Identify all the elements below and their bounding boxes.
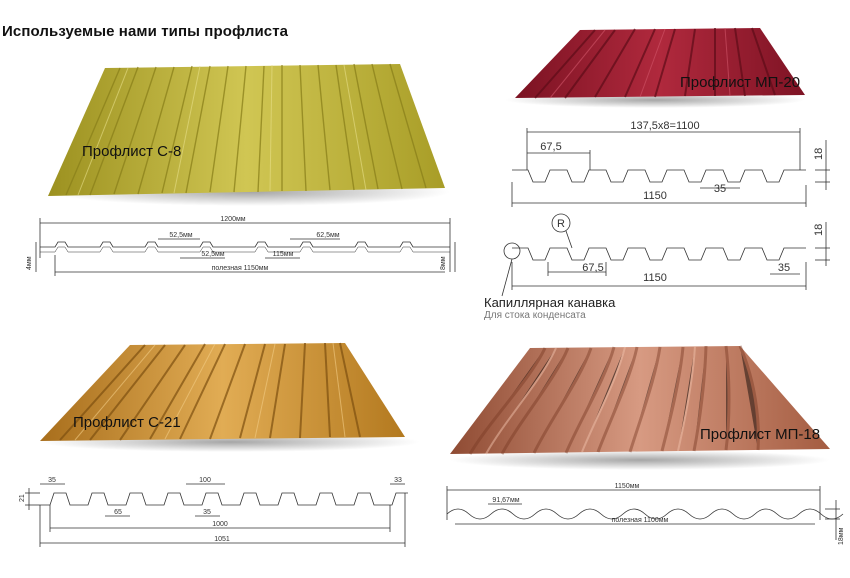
mp20-dim2-height: 18 bbox=[813, 224, 825, 236]
capillary-groove-subtitle: Для стока конденсата bbox=[484, 310, 586, 321]
sheet-c21-dim-labels: 35 100 33 21 65 35 1000 1051 bbox=[19, 477, 402, 543]
mp20-dim2-pitch: 67,5 bbox=[582, 262, 603, 274]
mp20-dim-bottom: 35 bbox=[714, 183, 726, 195]
sheet-c21-drawing bbox=[25, 483, 408, 547]
c21-dim-bottom-a: 65 bbox=[114, 509, 122, 516]
c8-dim-top-b: 62,5мм bbox=[316, 232, 339, 239]
sheet-c21-image bbox=[40, 342, 420, 452]
capillary-groove-title: Капиллярная канавка bbox=[484, 295, 616, 310]
mp18-dim-useful: полезная 1100мм bbox=[612, 517, 669, 524]
mp20-dim-width: 1150 bbox=[643, 190, 667, 202]
sheet-mp20-dim-labels: 137,5х8=1100 67,5 1150 35 18 bbox=[540, 120, 825, 202]
sheet-mp20-drawing-2 bbox=[501, 213, 830, 297]
c21-dim-height: 21 bbox=[19, 494, 26, 502]
c8-dim-useful: полезная 1150мм bbox=[212, 265, 269, 272]
sheet-mp18-drawing bbox=[446, 486, 844, 540]
sheet-mp18-dim-labels: 1150мм 91,67мм полезная 1100мм 18мм bbox=[492, 483, 845, 545]
c21-dim-useful: 1000 bbox=[212, 521, 228, 528]
mp18-dim-total: 1150мм bbox=[615, 483, 640, 490]
sheet-mp20-image bbox=[505, 27, 805, 108]
label-mp18: Профлист МП-18 bbox=[700, 426, 821, 443]
mp20-dim-total: 137,5х8=1100 bbox=[630, 120, 699, 132]
c8-dim-top-a: 52,5мм bbox=[169, 232, 192, 239]
label-c21: Профлист С-21 bbox=[73, 414, 181, 431]
sheet-c8-dim-labels: 1200мм 52,5мм 62,5мм 52,5мм 115мм полезн… bbox=[26, 216, 447, 272]
sheet-c8-image bbox=[48, 63, 450, 206]
label-mp20: Профлист МП-20 bbox=[680, 74, 801, 91]
c21-dim-right: 33 bbox=[394, 477, 402, 484]
mp20-dim-height: 18 bbox=[813, 148, 825, 160]
mp18-dim-pitch: 91,67мм bbox=[492, 497, 519, 504]
c21-dim-bottom-b: 35 bbox=[203, 509, 211, 516]
mp20-dim-pitch: 67,5 bbox=[540, 141, 561, 153]
mp18-dim-height: 18мм bbox=[838, 527, 845, 545]
sheet-mp20-drawing bbox=[511, 128, 830, 207]
mp20-marker-r: R bbox=[557, 218, 565, 230]
c21-dim-total: 1051 bbox=[214, 536, 230, 543]
c8-dim-bottom-b: 115мм bbox=[273, 251, 294, 258]
c8-dim-height-left: 4мм bbox=[26, 256, 33, 270]
label-c8: Профлист С-8 bbox=[82, 143, 182, 160]
c8-dim-height-right: 8мм bbox=[440, 256, 447, 270]
sheet-mp18-image bbox=[450, 345, 830, 470]
page-title: Используемые нами типы профлиста bbox=[2, 23, 289, 40]
c21-dim-top: 100 bbox=[199, 477, 211, 484]
c8-dim-bottom-a: 52,5мм bbox=[201, 251, 224, 258]
sheet-mp20-dim-labels-2: R 67,5 1150 35 18 bbox=[557, 218, 825, 284]
sheet-c8-drawing bbox=[35, 218, 456, 276]
c8-dim-total: 1200мм bbox=[220, 216, 245, 223]
mp20-dim2-width: 1150 bbox=[643, 272, 667, 284]
mp20-dim2-bottom: 35 bbox=[778, 262, 790, 274]
c21-dim-left: 35 bbox=[48, 477, 56, 484]
